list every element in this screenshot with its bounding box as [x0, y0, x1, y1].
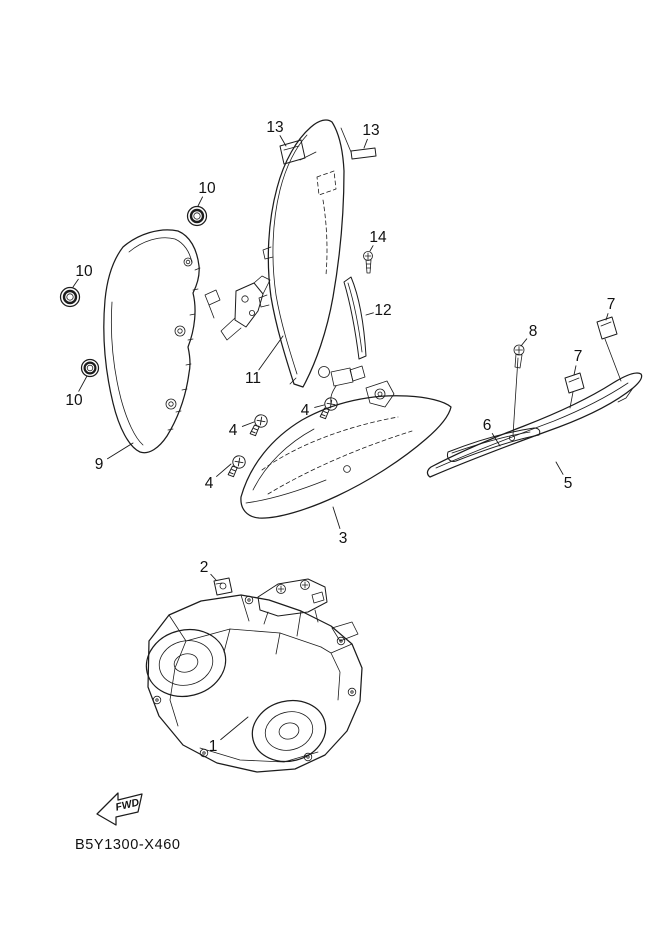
headlight-unit-part	[145, 577, 363, 773]
trim-clip-upper	[596, 316, 622, 382]
callout-leader-line	[241, 421, 255, 427]
side-trim-parts	[426, 316, 643, 478]
emblem-sticker-right	[340, 127, 377, 160]
fwd-arrow-icon	[96, 792, 143, 826]
trim-clip-lower	[564, 372, 585, 409]
callout-label-2: 2	[200, 559, 209, 576]
trim-screw	[512, 344, 525, 436]
callout-label-7: 7	[574, 348, 583, 365]
trim-blade-long	[426, 372, 643, 478]
callout-label-4: 4	[301, 402, 310, 419]
callout-leader-line	[369, 245, 374, 252]
callout-leader-line	[210, 573, 217, 581]
callout-leader-line	[520, 338, 528, 347]
projector-lens-lower	[251, 699, 327, 763]
callout-label-10: 10	[75, 263, 93, 280]
callout-label-10: 10	[198, 180, 216, 197]
grommet-lower	[80, 358, 100, 378]
callout-label-3: 3	[339, 530, 348, 547]
callout-label-12: 12	[374, 302, 391, 319]
callout-label-9: 9	[95, 456, 104, 473]
top-bracket	[257, 578, 328, 625]
lens-cover-part	[225, 365, 452, 519]
callout-leader-line	[107, 442, 134, 460]
callout-label-7: 7	[607, 296, 616, 313]
callout-leader-line	[491, 433, 501, 447]
callout-label-6: 6	[483, 417, 492, 434]
diagram-code: B5Y1300-X460	[75, 837, 181, 853]
callout-leader-line	[314, 404, 325, 408]
trim-blade-short	[447, 427, 541, 462]
fwd-direction-flag: FWD	[96, 792, 143, 826]
callout-layer: 13 13 10 14 10 7 12 8 7 11 10 4 6 4 9 4 5 3 2 1	[65, 119, 615, 755]
callout-leader-line	[332, 506, 341, 529]
lens-screw-middle	[247, 413, 270, 438]
windscreen-screw	[363, 251, 373, 274]
callout-label-10: 10	[65, 392, 83, 409]
callout-leader-line	[72, 278, 79, 288]
mount-bolts	[152, 595, 357, 762]
emblem-sticker-left	[279, 139, 306, 165]
grommet-top	[186, 205, 208, 227]
callout-leader-line	[258, 335, 284, 371]
callout-label-1: 1	[209, 738, 218, 755]
callout-label-8: 8	[529, 323, 538, 340]
windscreen-part	[204, 119, 377, 388]
callout-leader-line	[78, 375, 88, 392]
callout-label-5: 5	[564, 475, 573, 492]
seal-strip	[343, 276, 367, 360]
clip-nut	[213, 577, 233, 596]
fwd-label: FWD	[114, 796, 140, 813]
side-panel-part	[59, 205, 208, 454]
callout-leader-line	[363, 138, 368, 149]
callout-leader-line	[365, 312, 374, 316]
stay-bracket	[204, 275, 271, 341]
wiring-connector	[318, 365, 395, 408]
callout-leader-line	[573, 365, 577, 376]
callout-leader-line	[220, 716, 249, 741]
callout-leader-line	[605, 313, 609, 321]
callout-label-13: 13	[362, 122, 379, 139]
callout-label-4: 4	[229, 422, 238, 439]
callout-label-13: 13	[266, 119, 283, 136]
callout-leader-line	[216, 463, 232, 477]
callout-label-11: 11	[245, 370, 261, 387]
callout-leader-line	[197, 196, 203, 207]
projector-lens-upper	[145, 628, 227, 698]
callout-label-4: 4	[205, 475, 214, 492]
grommet-left	[59, 286, 81, 308]
callout-leader-line	[279, 135, 287, 147]
callout-leader-line	[555, 461, 564, 475]
callout-label-14: 14	[369, 229, 387, 246]
